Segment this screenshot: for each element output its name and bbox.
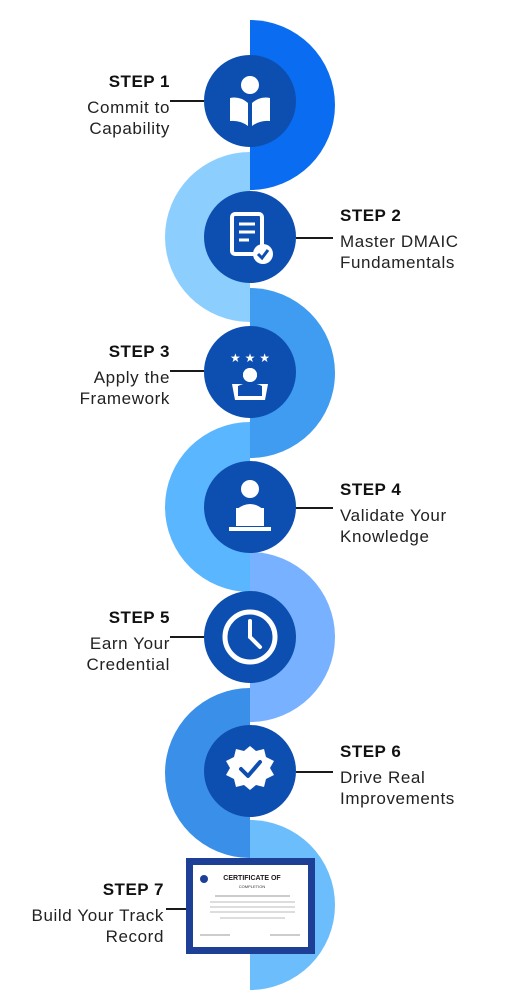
connector-4 [296, 507, 333, 509]
step-3-circle: ★ ★ ★ [204, 326, 296, 418]
connector-1 [170, 100, 204, 102]
step-4-title: STEP 4 [340, 480, 402, 499]
step-2-circle [204, 191, 296, 283]
certificate-subtitle: COMPLETION [239, 884, 266, 889]
connector-3 [170, 370, 204, 372]
step-3-desc: Apply the Framework [79, 368, 170, 408]
step-6-title: STEP 6 [340, 742, 402, 761]
step-7-desc: Build Your Track Record [31, 906, 164, 946]
step-7-title: STEP 7 [102, 880, 164, 899]
connector-2 [296, 237, 333, 239]
connector-6 [296, 771, 333, 773]
step-5-label: STEP 5 Earn Your Credential [0, 608, 170, 675]
connector-7 [166, 908, 186, 910]
document-check-icon [230, 212, 273, 264]
step-4-desc: Validate Your Knowledge [340, 506, 447, 546]
svg-text:★ ★ ★: ★ ★ ★ [230, 351, 270, 365]
certificate-image: CERTIFICATE OF COMPLETION [186, 858, 315, 954]
book-reader-icon [230, 76, 270, 126]
step-1-title: STEP 1 [108, 72, 170, 91]
step-6-label: STEP 6 Drive Real Improvements [340, 742, 510, 809]
step-6-desc: Drive Real Improvements [340, 768, 455, 808]
check-badge-icon [226, 746, 274, 790]
step-4-circle [204, 461, 296, 553]
connector-5 [170, 636, 204, 638]
step-4-label: STEP 4 Validate Your Knowledge [340, 480, 510, 547]
team-gear-stars-icon: ★ ★ ★ [230, 351, 270, 400]
step-7-label: STEP 7 Build Your Track Record [0, 880, 164, 947]
clock-icon [222, 609, 278, 665]
step-3-label: STEP 3 Apply the Framework [0, 342, 170, 409]
step-1-circle [204, 55, 296, 147]
step-5-title: STEP 5 [108, 608, 170, 627]
person-at-laptop-icon [229, 480, 271, 531]
step-1-label: STEP 1 Commit to Capability [0, 72, 170, 139]
step-2-title: STEP 2 [340, 206, 402, 225]
step-3-title: STEP 3 [108, 342, 170, 361]
step-6-circle [204, 725, 296, 817]
step-2-label: STEP 2 Master DMAIC Fundamentals [340, 206, 510, 273]
step-5-circle [204, 591, 296, 683]
step-1-desc: Commit to Capability [87, 98, 170, 138]
step-5-desc: Earn Your Credential [86, 634, 170, 674]
certificate-title: CERTIFICATE OF [223, 875, 281, 882]
step-2-desc: Master DMAIC Fundamentals [340, 232, 459, 272]
